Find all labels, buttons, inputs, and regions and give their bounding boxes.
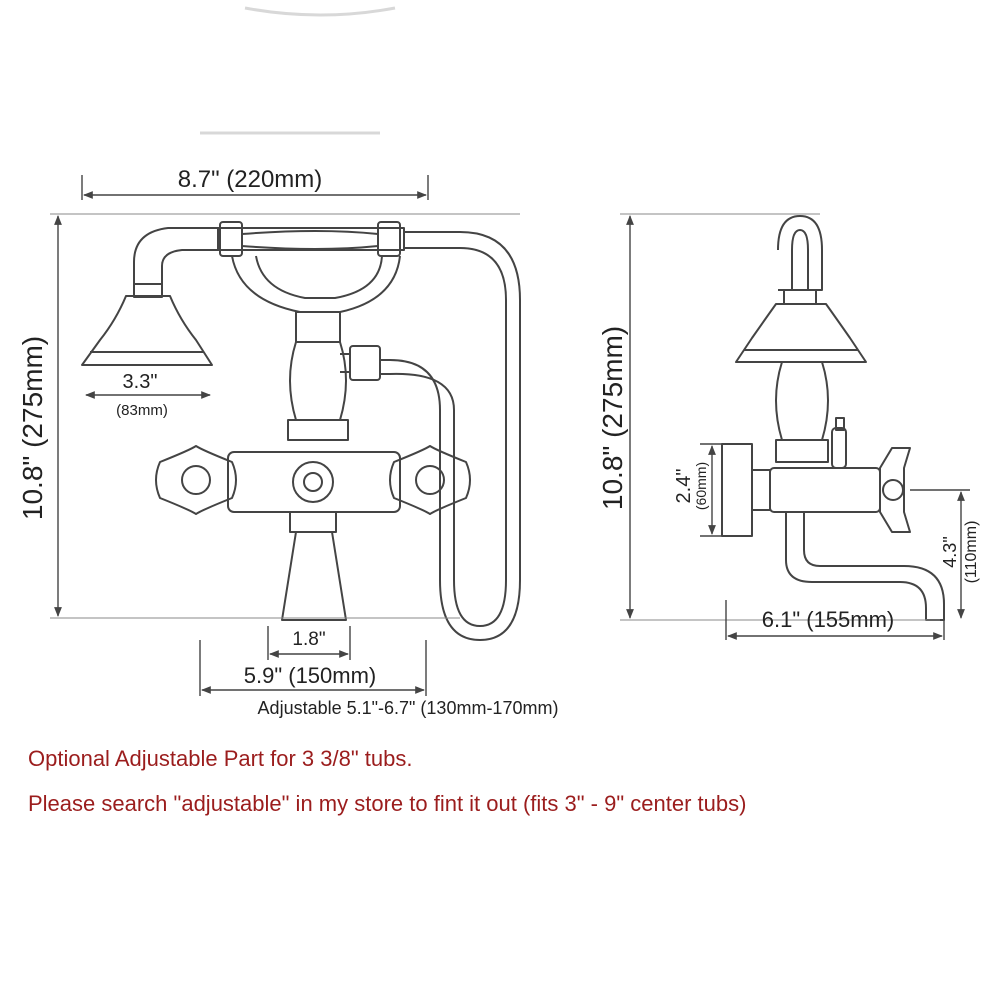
optional-part-note: Optional Adjustable Part for 3 3/8" tubs… <box>28 746 413 771</box>
side-height-label: 10.8" (275mm) <box>597 326 628 510</box>
side-view-drawing <box>721 215 945 621</box>
front-height-label: 10.8" (275mm) <box>17 336 48 520</box>
front-view-drawing <box>81 221 521 641</box>
reach-label: 6.1" (155mm) <box>762 607 895 632</box>
adjustable-label: Adjustable 5.1"-6.7" (130mm-170mm) <box>258 698 559 718</box>
side-view-dimension-lines <box>620 213 970 640</box>
centers-label: 5.9" (150mm) <box>244 663 377 688</box>
search-adjustable-note: Please search "adjustable" in my store t… <box>28 791 747 816</box>
head-diameter-mm-label: (83mm) <box>116 402 168 419</box>
inlet-label: 1.8" <box>292 629 325 650</box>
flange-mm-label: (60mm) <box>693 462 709 510</box>
top-artifacts <box>200 6 396 135</box>
front-view-dimension-lines <box>50 175 520 696</box>
width-label: 8.7" (220mm) <box>178 166 323 193</box>
spout-height-label: 4.3" <box>940 536 960 567</box>
spout-height-mm-label: (110mm) <box>963 521 980 584</box>
head-diameter-label: 3.3" <box>123 371 158 393</box>
flange-label: 2.4" <box>673 469 695 504</box>
